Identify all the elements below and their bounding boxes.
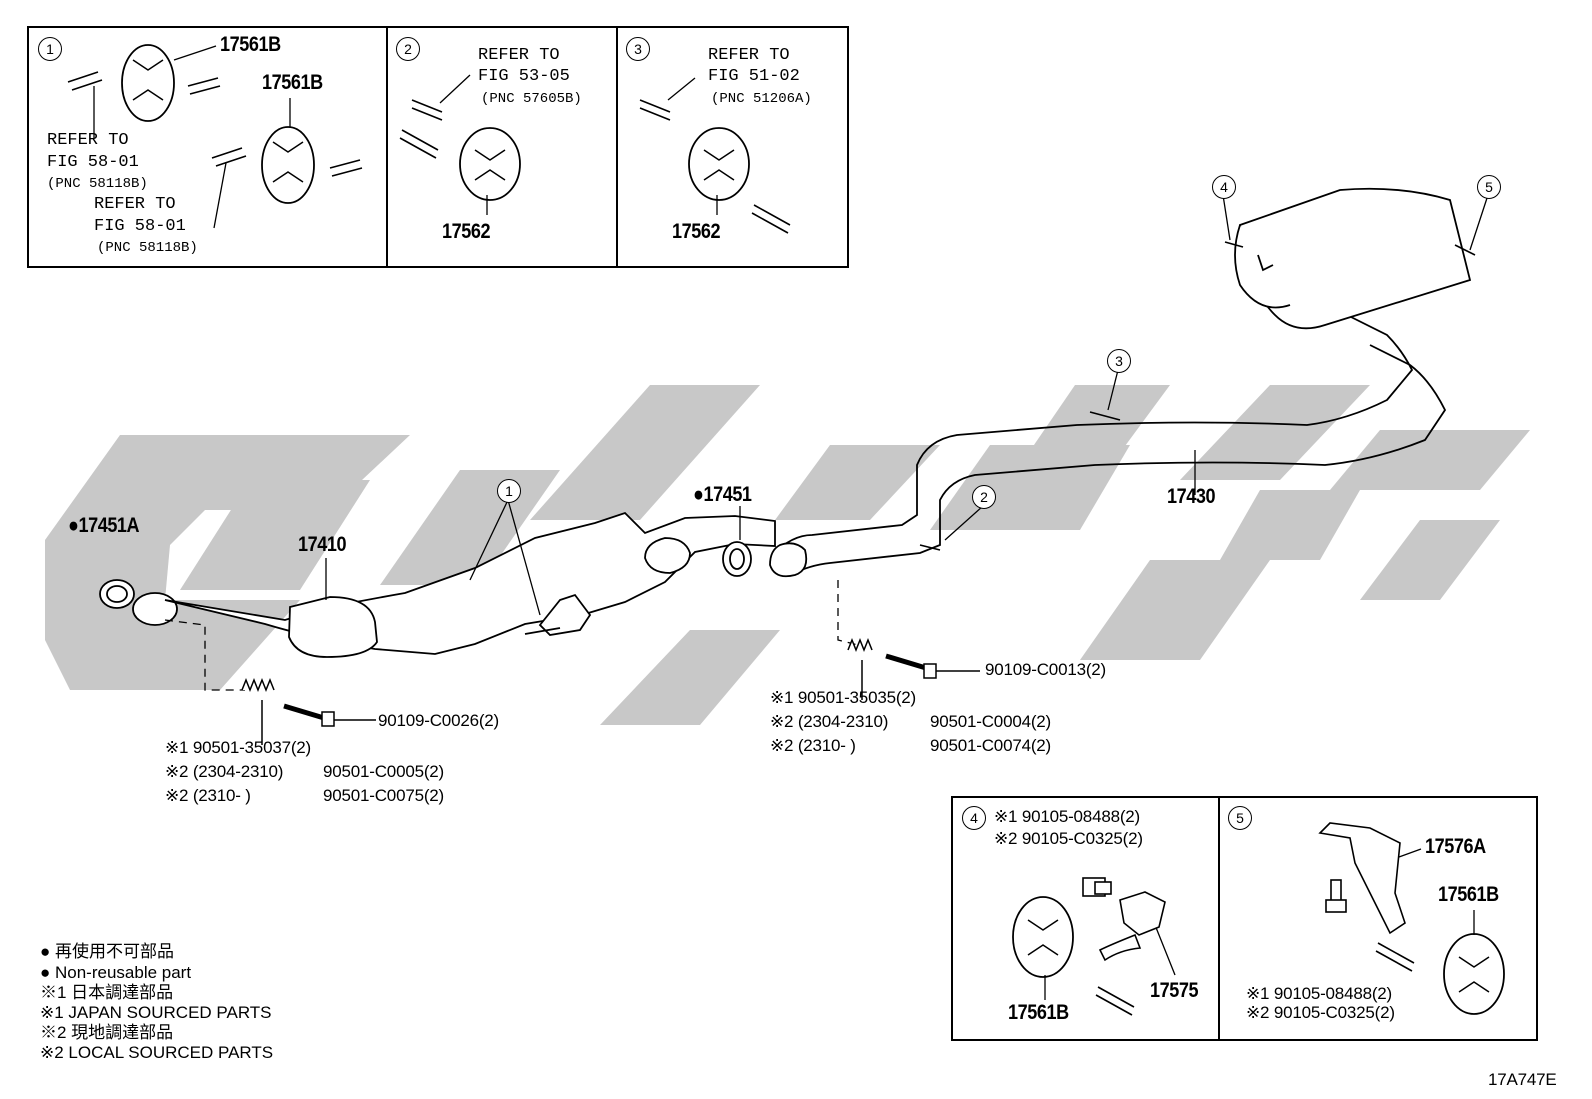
ref-text: REFER TO <box>708 46 790 65</box>
spring-part-label[interactable]: 90501-C0074(2) <box>930 736 1052 755</box>
callout-2[interactable]: 2 <box>972 485 996 509</box>
fastener-line: ※1 90105-08488(2) <box>1246 984 1393 1003</box>
inset-number-2: 2 <box>396 37 420 61</box>
part-17576a-label[interactable]: 17576A <box>1425 835 1486 858</box>
spring-variant-date: ※2 (2304-2310) <box>165 762 284 781</box>
part-17561b-label[interactable]: 17561B <box>1008 1001 1069 1024</box>
spring-part-label[interactable]: 90501-C0075(2) <box>323 786 445 805</box>
spring-variant-date: ※2 (2304-2310) <box>770 712 889 731</box>
spring-part-label[interactable]: ※1 90501-35037(2) <box>165 738 312 757</box>
ref-fig-text: FIG 58-01 <box>94 217 186 236</box>
fastener-line: ※2 90105-C0325(2) <box>1246 1003 1395 1022</box>
front-pipe-icon <box>99 511 776 658</box>
muffler-icon <box>1234 187 1472 330</box>
part-17410-label[interactable]: 17410 <box>298 533 347 556</box>
part-17561b-label[interactable]: 17561B <box>220 33 281 56</box>
ref-text: REFER TO <box>47 131 129 150</box>
part-17575-label[interactable]: 17575 <box>1150 979 1199 1002</box>
fastener-line: ※1 90105-08488(2) <box>994 807 1141 826</box>
ref-fig-text: FIG 51-02 <box>708 67 800 86</box>
hanger-rubber-icon <box>121 44 1505 1015</box>
callout-5[interactable]: 5 <box>1477 175 1501 199</box>
inset-number-3: 3 <box>626 37 650 61</box>
ref-fig-text: FIG 58-01 <box>47 153 139 172</box>
callout-1[interactable]: 1 <box>497 479 521 503</box>
spring-variant-date: ※2 (2310- ) <box>165 786 251 805</box>
spring-part-label[interactable]: 90501-C0004(2) <box>930 712 1052 731</box>
tail-pipe-icon <box>769 309 1447 578</box>
legend-line: ※1 JAPAN SOURCED PARTS <box>40 1003 272 1022</box>
legend-line: ● Non-reusable part <box>40 963 192 982</box>
inset-number-1: 1 <box>38 37 62 61</box>
bolt-part-label[interactable]: 90109-C0013(2) <box>985 660 1107 679</box>
ref-pnc-text: (PNC 57605B) <box>481 91 582 107</box>
inset-frames <box>27 26 1538 1041</box>
part-17430-label[interactable]: 17430 <box>1167 485 1216 508</box>
figure-code: 17A747E <box>1488 1070 1557 1089</box>
spring-variant-date: ※2 (2310- ) <box>770 736 856 755</box>
bolt-part-label[interactable]: 90109-C0026(2) <box>378 711 500 730</box>
spring-part-label[interactable]: 90501-C0005(2) <box>323 762 445 781</box>
part-17451a-label[interactable]: ●17451A <box>68 514 140 537</box>
ref-pnc-text: (PNC 58118B) <box>47 176 148 192</box>
callout-4[interactable]: 4 <box>1212 175 1236 199</box>
legend-line: ※2 現地調達部品 <box>40 1023 174 1042</box>
part-17561b-label[interactable]: 17561B <box>1438 883 1499 906</box>
ref-text: REFER TO <box>478 46 560 65</box>
part-17561b-label[interactable]: 17561B <box>262 71 323 94</box>
legend-line: ※1 日本調達部品 <box>40 983 174 1002</box>
part-17562-label[interactable]: 17562 <box>442 220 491 243</box>
fastener-line: ※2 90105-C0325(2) <box>994 829 1143 848</box>
legend-line: ● 再使用不可部品 <box>40 942 174 961</box>
part-17562-label[interactable]: 17562 <box>672 220 721 243</box>
ref-fig-text: FIG 53-05 <box>478 67 570 86</box>
callout-3[interactable]: 3 <box>1107 349 1131 373</box>
ref-pnc-text: (PNC 58118B) <box>97 240 198 256</box>
watermark-logo <box>45 385 1530 725</box>
ref-pnc-text: (PNC 51206A) <box>711 91 812 107</box>
part-17451-label[interactable]: ●17451 <box>693 483 752 506</box>
inset-number-5: 5 <box>1228 806 1252 830</box>
inset-number-4: 4 <box>962 806 986 830</box>
legend-line: ※2 LOCAL SOURCED PARTS <box>40 1043 274 1062</box>
spring-part-label[interactable]: ※1 90501-35035(2) <box>770 688 917 707</box>
ref-text: REFER TO <box>94 195 176 214</box>
